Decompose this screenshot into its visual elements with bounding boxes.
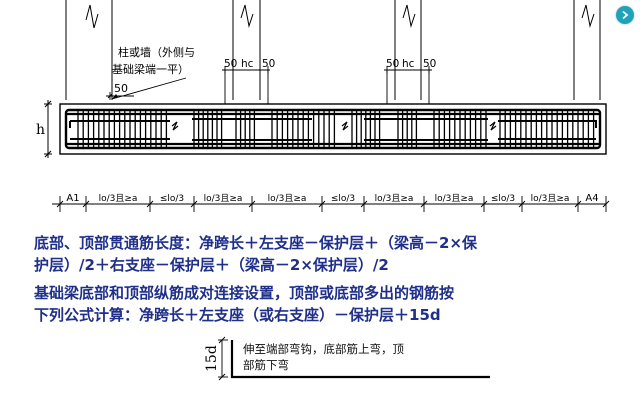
hook-detail-diagram: 15d bbox=[204, 336, 490, 381]
span-label: lo/3且≥a bbox=[375, 193, 414, 204]
callout-text-2: 基础梁端一平） bbox=[112, 62, 189, 76]
dim-slash bbox=[248, 200, 256, 208]
paragraph-line: 底部、顶部贯通筋长度：净跨长＋左支座－保护层＋（梁高－2×保 bbox=[34, 234, 478, 252]
dim-50-end: 50 bbox=[114, 82, 128, 95]
dim-hc-left: hc bbox=[241, 58, 254, 70]
paragraph-line: 下列公式计算：净跨长＋左支座（或右支座）－保护层＋15d bbox=[34, 306, 441, 324]
span-label: lo/3且≥a bbox=[99, 193, 138, 204]
dim-50-left-a: 50 bbox=[224, 58, 237, 70]
dim-slash bbox=[56, 200, 64, 208]
dim-slash bbox=[602, 200, 610, 208]
chevron-right-icon bbox=[622, 10, 629, 20]
span-label: lo/3且≥a bbox=[435, 193, 474, 204]
dim-slash bbox=[190, 200, 198, 208]
span-label: ≤lo/3 bbox=[491, 194, 515, 204]
hook-note: 伸至端部弯钩，底部筋上弯，顶 部筋下弯 bbox=[243, 341, 404, 373]
dim-50-right-a: 50 bbox=[386, 58, 399, 70]
hook-dim-15d: 15d bbox=[204, 345, 220, 372]
span-label: lo/3且≥a bbox=[531, 193, 570, 204]
span-label: lo/3且≥a bbox=[204, 193, 243, 204]
dim-50-left-b: 50 bbox=[262, 58, 275, 70]
span-label: A4 bbox=[585, 193, 598, 204]
span-label: A1 bbox=[66, 193, 79, 204]
span-label: ≤lo/3 bbox=[160, 194, 184, 204]
hook-note-line: 伸至端部弯钩，底部筋上弯，顶 bbox=[243, 342, 404, 356]
dim-slash bbox=[480, 200, 488, 208]
dim-hc-right: hc bbox=[402, 58, 415, 70]
span-label: lo/3且≥a bbox=[268, 193, 307, 204]
dim-slash bbox=[420, 200, 428, 208]
next-slide-button[interactable] bbox=[616, 6, 634, 24]
dim-50-right-b: 50 bbox=[423, 58, 436, 70]
hook-note-line: 部筋下弯 bbox=[243, 358, 289, 372]
dim-slash bbox=[574, 200, 582, 208]
dim-slash bbox=[318, 200, 326, 208]
span-label: ≤lo/3 bbox=[331, 194, 355, 204]
dim-slash bbox=[518, 200, 526, 208]
paragraph-line: 护层）/2＋右支座－保护层＋（梁高－2×保护层）/2 bbox=[34, 256, 389, 274]
h-label: h bbox=[36, 122, 45, 138]
dim-slash bbox=[146, 200, 154, 208]
foundation-beam-diagram: h 柱或墙（外侧与 基础梁端一平） 50 50 hc 50 bbox=[36, 0, 610, 212]
paragraph-line: 基础梁底部和顶部纵筋成对连接设置，顶部或底部多出的钢筋按 bbox=[34, 284, 455, 302]
callout-text-1: 柱或墙（外侧与 bbox=[118, 45, 195, 59]
dim-slash bbox=[360, 200, 368, 208]
dim-slash bbox=[82, 200, 90, 208]
paragraph-through-bar-length: 底部、顶部贯通筋长度：净跨长＋左支座－保护层＋（梁高－2×保 护层）/2＋右支座… bbox=[34, 232, 477, 276]
paragraph-extra-bar-formula: 基础梁底部和顶部纵筋成对连接设置，顶部或底部多出的钢筋按 下列公式计算：净跨长＋… bbox=[34, 282, 454, 326]
